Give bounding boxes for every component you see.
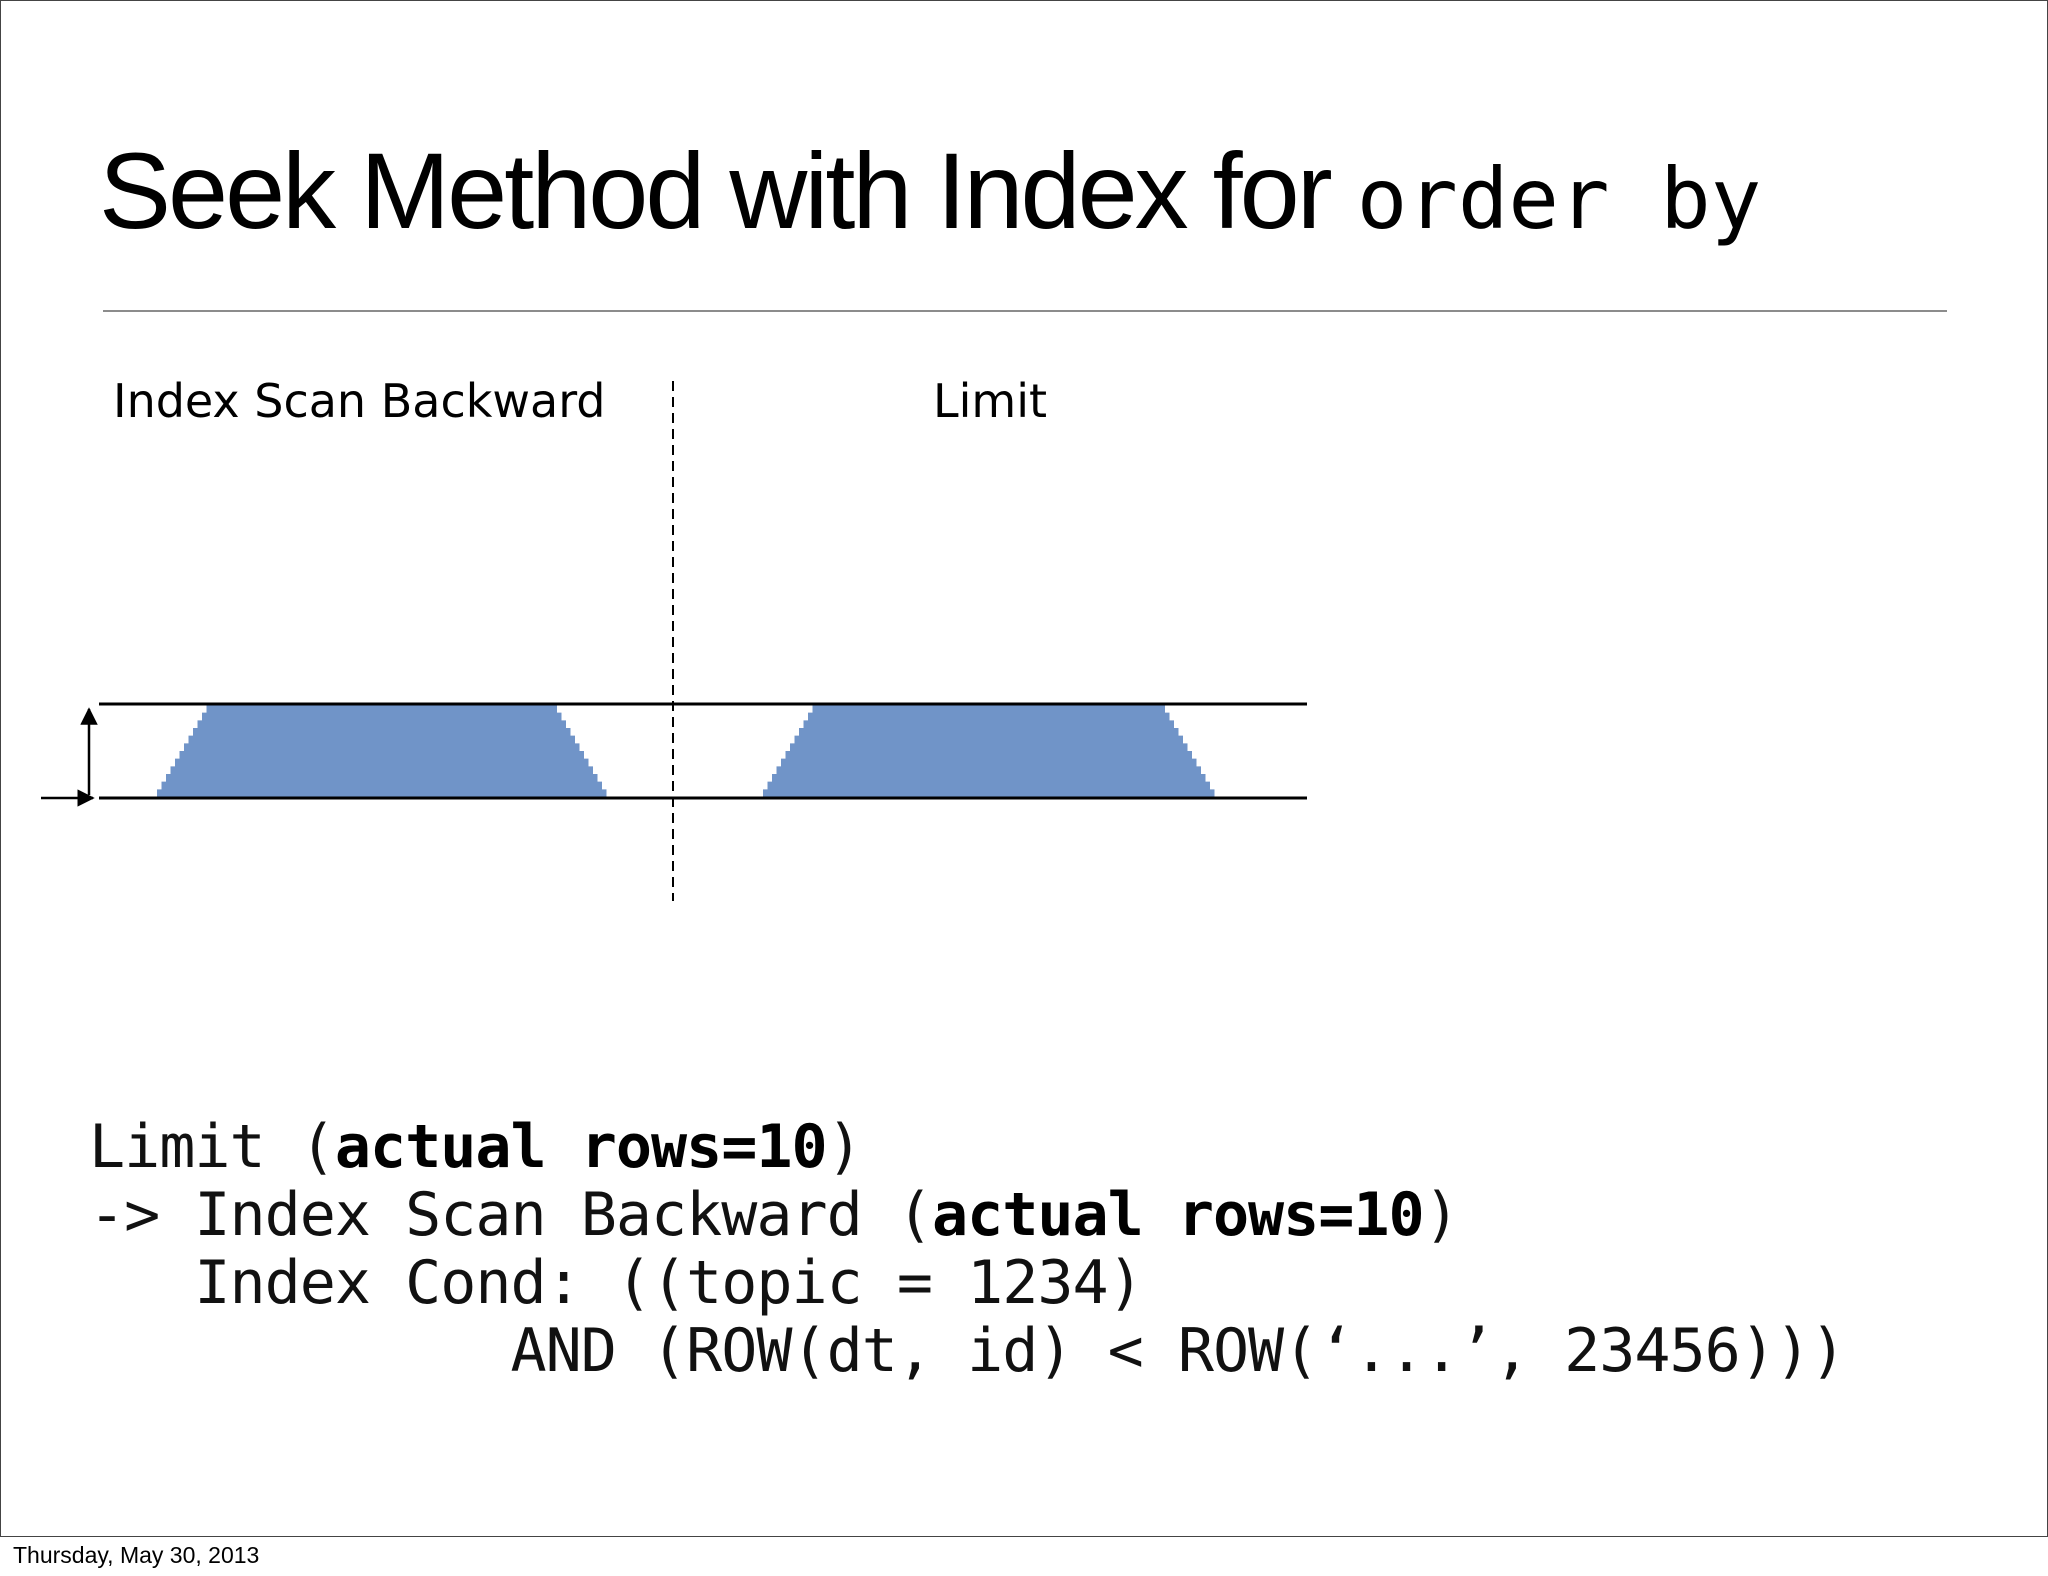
index-scan-diagram: Index Scan Backward Limit xyxy=(41,374,1307,901)
limit-range-shape xyxy=(763,705,1219,797)
label-index-scan-backward: Index Scan Backward xyxy=(113,374,606,428)
plan-line-index-scan: -> Index Scan Backward (actual rows=10) xyxy=(89,1180,1460,1250)
title-divider xyxy=(103,310,1947,312)
plan-actual-rows-scan: actual rows=10 xyxy=(931,1180,1425,1250)
slide-title: Seek Method with Index for order by xyxy=(99,129,1761,253)
plan-line-limit: Limit (actual rows=10) xyxy=(89,1112,863,1182)
plan-line-row-cond: AND (ROW(dt, id) < ROW(‘...’, 23456))) xyxy=(89,1316,1846,1386)
title-code: order by xyxy=(1356,150,1762,248)
title-text: Seek Method with Index for xyxy=(99,130,1357,251)
footer-date: Thursday, May 30, 2013 xyxy=(13,1542,260,1568)
plan-line-index-cond: Index Cond: ((topic = 1234) xyxy=(89,1248,1143,1318)
plan-actual-rows-limit: actual rows=10 xyxy=(334,1112,828,1182)
query-plan-output: Limit (actual rows=10) -> Index Scan Bac… xyxy=(89,1112,1846,1386)
label-limit: Limit xyxy=(933,374,1047,428)
slide: Seek Method with Index for order by Inde… xyxy=(0,0,2048,1537)
index-scan-range-shape xyxy=(157,705,611,797)
